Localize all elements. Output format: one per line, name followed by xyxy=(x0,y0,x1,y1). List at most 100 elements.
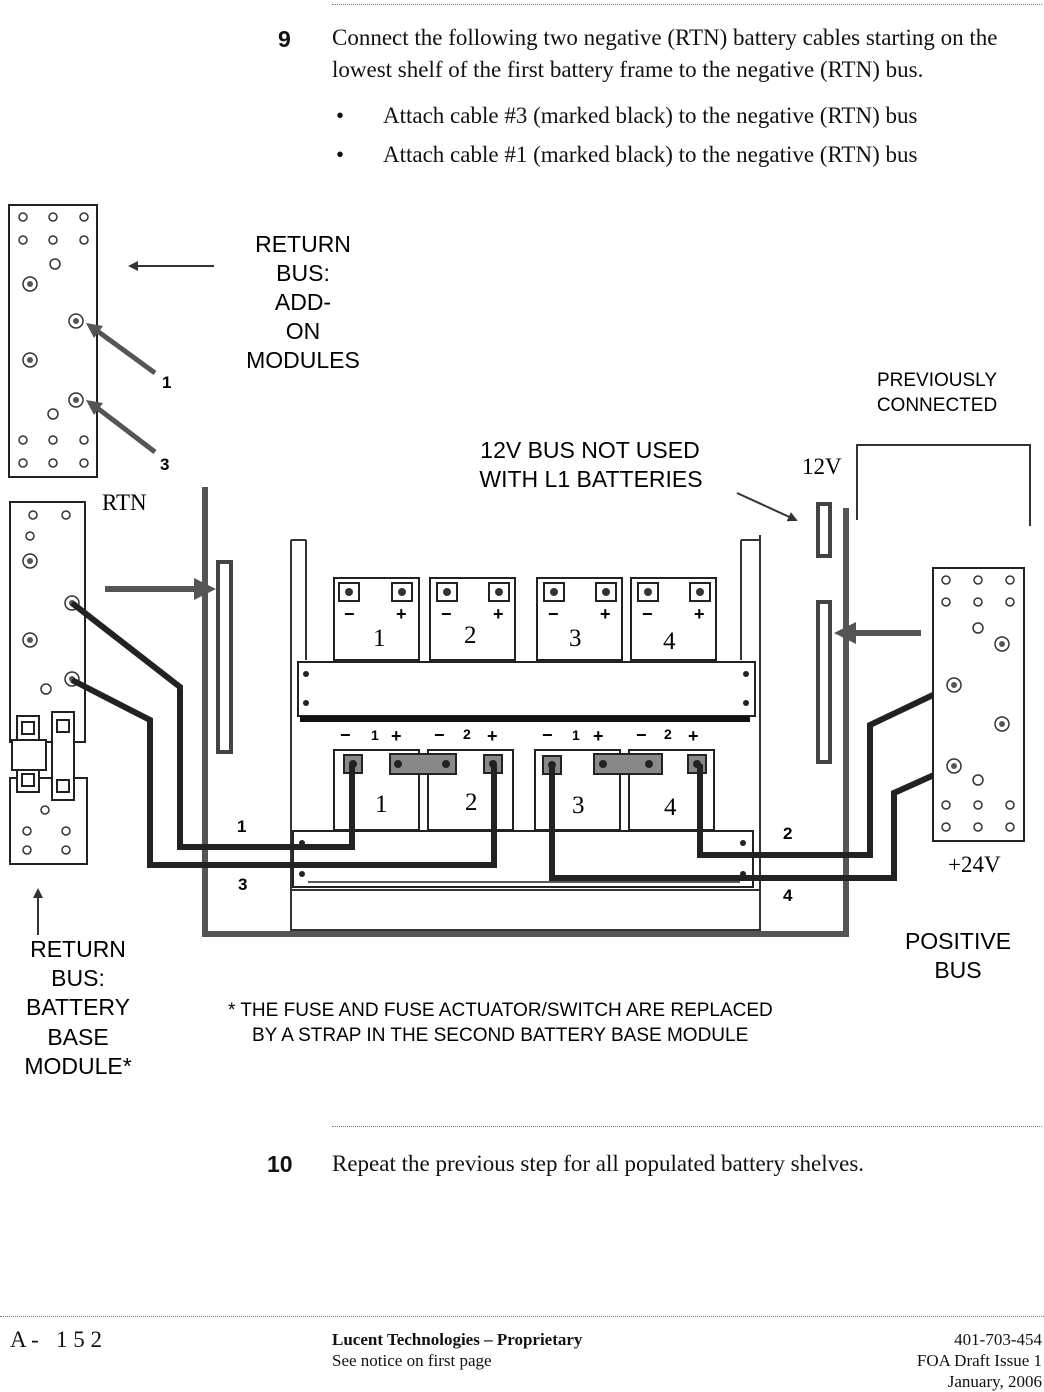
top-rule xyxy=(332,4,1042,5)
svg-text:ADD-: ADD- xyxy=(275,289,331,315)
rtn-cable-3-label: 3 xyxy=(238,875,247,894)
svg-text:2: 2 xyxy=(664,726,672,742)
12v-bus-pointer-arrow xyxy=(736,492,798,522)
svg-text:−: − xyxy=(542,725,553,745)
12v-bus-not-used-label: 12V BUS NOT USED WITH L1 BATTERIES xyxy=(479,437,702,492)
positive-bus-label: POSITIVE BUS xyxy=(905,928,1011,983)
cable-2 xyxy=(697,682,956,858)
previously-connected-bracket xyxy=(856,444,1031,526)
12v-label: 12V xyxy=(802,454,842,479)
svg-text:ON: ON xyxy=(286,318,321,344)
middle-rule xyxy=(332,1126,1042,1127)
footer-rule xyxy=(0,1316,1044,1317)
svg-text:12V BUS NOT USED: 12V BUS NOT USED xyxy=(480,437,699,463)
fuse-actuator-switch xyxy=(11,711,75,801)
addon-cable-1-label: 1 xyxy=(162,373,171,392)
svg-text:−: − xyxy=(441,604,452,624)
footer-doc-block: 401-703-454 FOA Draft Issue 1 January, 2… xyxy=(917,1329,1042,1392)
middle-shelf-panel xyxy=(297,661,756,722)
rtn-bus-bar xyxy=(216,560,233,754)
svg-text:POSITIVE: POSITIVE xyxy=(905,928,1011,954)
svg-text:2: 2 xyxy=(464,622,477,649)
svg-text:−: − xyxy=(344,604,355,624)
svg-text:BUS: BUS xyxy=(934,957,981,983)
bottom-shelf-panel xyxy=(292,830,754,888)
addon-cable-3-label: 3 xyxy=(160,455,169,474)
svg-text:1: 1 xyxy=(572,727,580,743)
svg-text:WITH L1 BATTERIES: WITH L1 BATTERIES xyxy=(479,466,702,492)
pos-cable-2-label: 2 xyxy=(783,824,792,843)
cable-3 xyxy=(70,677,497,868)
svg-text:+: + xyxy=(391,726,402,746)
svg-text:BUS:: BUS: xyxy=(51,965,105,991)
svg-text:2: 2 xyxy=(463,726,471,742)
12v-bus-bar xyxy=(816,502,832,558)
footer-issue: FOA Draft Issue 1 xyxy=(916,1351,1042,1370)
svg-text:CONNECTED: CONNECTED xyxy=(877,395,997,416)
bullet-1-text: Attach cable #3 (marked black) to the ne… xyxy=(383,103,918,128)
svg-text:3: 3 xyxy=(572,792,585,819)
svg-text:BY A STRAP IN THE SECOND BATTE: BY A STRAP IN THE SECOND BATTERY BASE MO… xyxy=(252,1025,748,1046)
svg-text:RETURN: RETURN xyxy=(255,231,351,257)
return-bus-base-module xyxy=(9,501,88,865)
return-bus-addon-label: RETURN BUS: ADD- ON MODULES xyxy=(246,231,360,373)
battery-frame xyxy=(202,487,849,937)
svg-text:1: 1 xyxy=(373,625,386,652)
24v-bus-bar xyxy=(816,600,832,764)
svg-text:3: 3 xyxy=(569,625,582,652)
svg-text:4: 4 xyxy=(664,794,677,821)
step-10-text: Repeat the previous step for all populat… xyxy=(332,1151,865,1176)
positive-bus-module xyxy=(932,567,1025,842)
return-bus-base-label: RETURN BUS: BATTERY BASE MODULE* xyxy=(24,936,131,1079)
bullet-2-text: Attach cable #1 (marked black) to the ne… xyxy=(383,142,918,167)
negative-cables xyxy=(70,600,497,868)
svg-text:+: + xyxy=(688,726,699,746)
step-9-number: 9 xyxy=(278,26,291,52)
battery-cabinet xyxy=(290,535,761,931)
fuse-replacement-note: * THE FUSE AND FUSE ACTUATOR/SWITCH ARE … xyxy=(228,1000,773,1046)
rtn-cable-1-label: 1 xyxy=(237,817,246,836)
battery-cabling-diagram: RETURN BUS: ADD- ON MODULES 1 3 RTN xyxy=(8,204,1031,1079)
svg-text:* THE FUSE AND FUSE ACTUATOR/S: * THE FUSE AND FUSE ACTUATOR/SWITCH ARE … xyxy=(228,1000,773,1021)
svg-text:PREVIOUSLY: PREVIOUSLY xyxy=(877,370,997,391)
svg-text:MODULE*: MODULE* xyxy=(24,1053,131,1079)
upper-battery-row: − + − + − + − + 1 2 3 4 xyxy=(333,577,717,661)
svg-text:+: + xyxy=(600,604,611,624)
svg-text:+: + xyxy=(493,604,504,624)
bullet-2-marker: • xyxy=(336,142,345,167)
svg-text:−: − xyxy=(340,725,351,745)
footer-doc-number: 401-703-454 xyxy=(954,1330,1042,1349)
footer-date: January, 2006 xyxy=(947,1372,1042,1391)
footer-company-block: Lucent Technologies – Proprietary See no… xyxy=(332,1329,582,1371)
lower-battery-row: − 1 + − 2 + − 1 + − 2 + xyxy=(333,725,715,831)
step-9-text: Connect the following two negative (RTN)… xyxy=(332,25,998,82)
cable-1-arrow xyxy=(94,327,157,376)
cable-4 xyxy=(549,763,956,881)
svg-text:−: − xyxy=(636,725,647,745)
svg-text:−: − xyxy=(642,604,653,624)
previously-connected-label: PREVIOUSLY CONNECTED xyxy=(877,370,998,416)
cable-3-arrow xyxy=(94,405,157,454)
pos-cable-4-label: 4 xyxy=(783,886,793,905)
footer-notice: See notice on first page xyxy=(332,1351,492,1370)
svg-text:1: 1 xyxy=(371,727,379,743)
svg-text:−: − xyxy=(548,604,559,624)
svg-text:BASE: BASE xyxy=(47,1024,108,1050)
svg-text:−: − xyxy=(434,725,445,745)
svg-text:4: 4 xyxy=(663,628,676,655)
24v-label: +24V xyxy=(948,852,1001,877)
svg-text:+: + xyxy=(593,726,604,746)
positive-cables xyxy=(549,682,956,881)
return-bus-addon-module xyxy=(8,204,98,478)
svg-text:1: 1 xyxy=(375,791,388,818)
svg-text:2: 2 xyxy=(465,789,478,816)
step-10-number: 10 xyxy=(267,1151,293,1177)
svg-text:RETURN: RETURN xyxy=(30,936,126,962)
cable-1 xyxy=(70,600,355,850)
svg-text:BUS:: BUS: xyxy=(276,260,330,286)
svg-text:+: + xyxy=(694,604,705,624)
footer-company: Lucent Technologies – Proprietary xyxy=(332,1330,583,1349)
svg-text:BATTERY: BATTERY xyxy=(26,994,130,1020)
rtn-label: RTN xyxy=(102,490,147,515)
svg-text:+: + xyxy=(487,726,498,746)
